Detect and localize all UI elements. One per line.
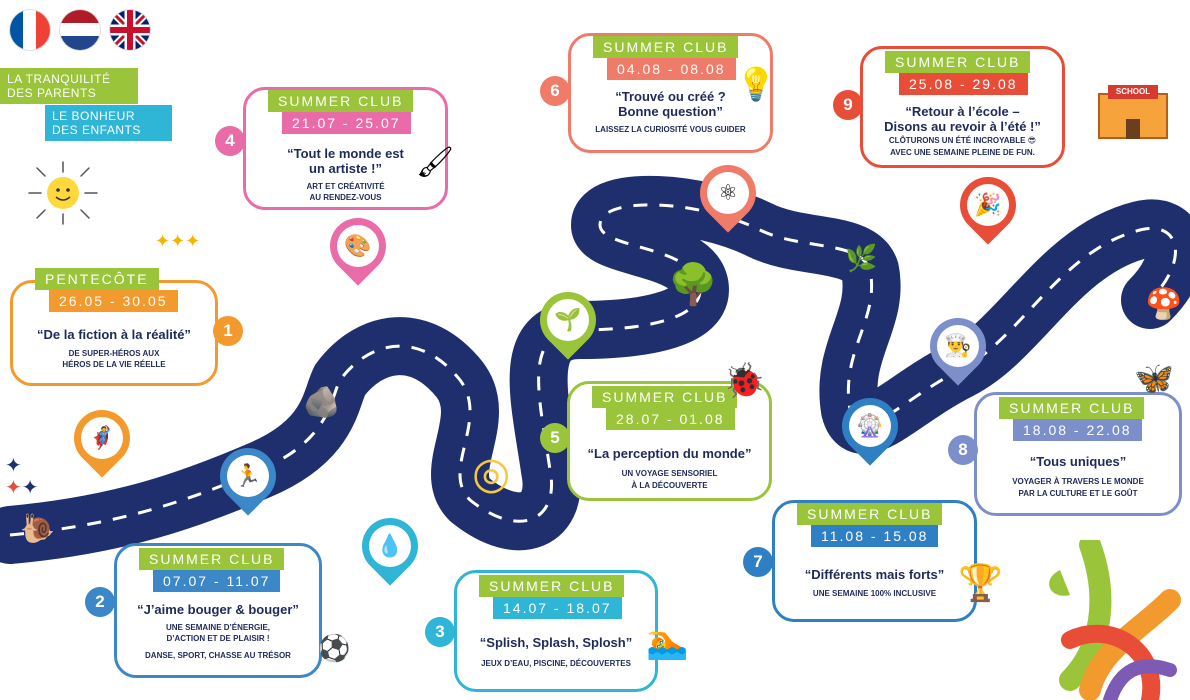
- club-label: SUMMER CLUB: [139, 548, 285, 570]
- dutch-flag-icon[interactable]: [60, 10, 100, 50]
- club-label: PENTECÔTE: [35, 268, 159, 290]
- week-card-9[interactable]: SUMMER CLUB 25.08 - 29.08 “Retour à l’éc…: [860, 46, 1065, 168]
- sparkle-stars-icon: ✦✦✦: [5, 455, 39, 499]
- date-range: 11.08 - 15.08: [811, 525, 939, 547]
- paintbrush-icon: 🖌: [416, 146, 455, 179]
- week-number-5: 5: [540, 423, 570, 453]
- week-desc-1: DE SUPER-HÉROS AUX: [68, 349, 160, 358]
- tagline-children: LE BONHEUR DES ENFANTS: [45, 105, 172, 141]
- week-title: “De la fiction à la réalité”: [37, 327, 191, 342]
- week-card-1[interactable]: PENTECÔTE 26.05 - 30.05 “De la fiction à…: [10, 268, 218, 386]
- week-number-1: 1: [213, 316, 243, 346]
- week-card-5[interactable]: SUMMER CLUB 28.07 - 01.08 “La perception…: [567, 381, 772, 501]
- week-title: “Trouvé ou créé ? Bonne question”: [615, 89, 726, 119]
- club-label: SUMMER CLUB: [797, 503, 943, 525]
- tree-icon: 🌳: [668, 263, 718, 307]
- week-card-3[interactable]: SUMMER CLUB 14.07 - 18.07 “Splish, Splas…: [454, 570, 658, 692]
- week-desc-1: UNE SEMAINE D’ÉNERGIE,: [165, 623, 270, 632]
- mushroom-icon: 🍄: [1145, 288, 1183, 321]
- thinking-kids-icon: 💡: [736, 66, 776, 102]
- tagline-parents: LA TRANQUILITÉ DES PARENTS: [0, 68, 138, 104]
- color-wheel-icon: 🎡: [849, 405, 891, 447]
- week-number-2: 2: [85, 587, 115, 617]
- snail-icon: 🐌: [20, 513, 55, 544]
- running-kid-icon: 🏃: [227, 455, 269, 497]
- stars-icon: ✦✦✦: [155, 231, 201, 251]
- week-desc-1: UN VOYAGE SENSORIEL: [621, 469, 718, 478]
- chef-hat-icon: 👨‍🍳: [937, 325, 979, 367]
- ladybug-icon: 🐞: [723, 362, 766, 400]
- week-desc-1: CLÔTURONS UN ÉTÉ INCROYABLE 😎: [888, 136, 1037, 145]
- club-label: SUMMER CLUB: [592, 386, 738, 408]
- club-label: SUMMER CLUB: [268, 90, 414, 112]
- butterfly-icon: 🦋: [1134, 360, 1174, 396]
- date-range: 28.07 - 01.08: [606, 408, 735, 430]
- rocks-icon: 🪨: [303, 386, 341, 419]
- club-label: SUMMER CLUB: [593, 36, 739, 58]
- week-desc-2: PAR LA CULTURE ET LE GOÛT: [1018, 489, 1138, 498]
- paint-palette-icon: 🎨: [337, 225, 379, 267]
- bush-icon: 🌿: [845, 243, 878, 273]
- week-desc-1: VOYAGER À TRAVERS LE MONDE: [1012, 477, 1144, 486]
- date-range: 14.07 - 18.07: [493, 597, 622, 619]
- week-desc-1: LAISSEZ LA CURIOSITÉ VOUS GUIDER: [595, 125, 746, 134]
- club-label: SUMMER CLUB: [885, 51, 1031, 73]
- superhero-icon: 🦸: [81, 417, 123, 459]
- date-range: 18.08 - 22.08: [1013, 419, 1142, 441]
- week-desc-2: À LA DÉCOUVERTE: [631, 481, 708, 490]
- brand-logo: [1049, 540, 1181, 700]
- week-number-9: 9: [833, 90, 863, 120]
- swimming-kids-icon: 🏊: [646, 623, 689, 661]
- week-card-4[interactable]: SUMMER CLUB 21.07 - 25.07 “Tout le monde…: [243, 87, 448, 210]
- party-popper-icon: 🎉: [967, 184, 1009, 226]
- week-title: “Retour à l’école – Disons au revoir à l…: [884, 104, 1041, 134]
- sun-icon: [28, 161, 98, 225]
- atom-icon: ⚛: [707, 172, 749, 214]
- water-drop-icon: 💧: [369, 525, 411, 567]
- week-desc-3: DANSE, SPORT, CHASSE AU TRÉSOR: [145, 651, 291, 660]
- week-number-4: 4: [215, 126, 245, 156]
- week-title: “J’aime bouger & bouger”: [137, 602, 299, 617]
- week-number-7: 7: [743, 547, 773, 577]
- week-card-7[interactable]: SUMMER CLUB 11.08 - 15.08 “Différents ma…: [772, 500, 977, 622]
- date-range: 21.07 - 25.07: [282, 112, 411, 134]
- week-desc-2: D’ACTION ET DE PLAISIR !: [166, 634, 270, 643]
- week-title: “Différents mais forts”: [804, 567, 945, 582]
- school-sign: SCHOOL: [1108, 85, 1158, 99]
- week-title: “La perception du monde”: [587, 446, 752, 461]
- school-building-icon: SCHOOL: [1090, 85, 1176, 139]
- week-desc-2: AVEC UNE SEMAINE PLEINE DE FUN.: [890, 148, 1035, 157]
- week-title: “Tout le monde est un artiste !”: [287, 146, 404, 176]
- date-range: 25.08 - 29.08: [899, 73, 1028, 95]
- trophy-icon: 🏆: [958, 562, 1003, 603]
- gardening-kid-icon: 🌱: [547, 299, 589, 341]
- uk-flag-icon[interactable]: [110, 10, 150, 50]
- date-range: 04.08 - 08.08: [607, 58, 736, 80]
- week-desc-1: UNE SEMAINE 100% INCLUSIVE: [812, 589, 937, 598]
- fr-blue: [10, 10, 24, 50]
- date-range: 26.05 - 30.05: [49, 290, 178, 312]
- week-card-2[interactable]: SUMMER CLUB 07.07 - 11.07 “J’aime bouger…: [114, 543, 322, 678]
- sports-balls-icon: ⚽: [318, 633, 351, 663]
- week-number-6: 6: [540, 76, 570, 106]
- date-range: 07.07 - 11.07: [153, 570, 281, 592]
- week-card-6[interactable]: SUMMER CLUB 04.08 - 08.08 “Trouvé ou cré…: [568, 33, 773, 153]
- week-number-8: 8: [948, 435, 978, 465]
- week-title: “Splish, Splash, Splosh”: [479, 635, 633, 650]
- club-label: SUMMER CLUB: [479, 575, 625, 597]
- week-title: “Tous uniques”: [1029, 454, 1127, 469]
- french-flag-icon[interactable]: [10, 10, 50, 50]
- week-number-3: 3: [425, 617, 455, 647]
- club-label: SUMMER CLUB: [999, 397, 1145, 419]
- week-desc-2: AU RENDEZ-VOUS: [309, 193, 382, 202]
- week-card-8[interactable]: SUMMER CLUB 18.08 - 22.08 “Tous uniques”…: [974, 392, 1182, 516]
- swim-ring-icon: ◎: [472, 449, 511, 498]
- week-desc-1: ART ET CRÉATIVITÉ: [306, 182, 385, 191]
- week-desc-1: JEUX D’EAU, PISCINE, DÉCOUVERTES: [481, 659, 631, 668]
- week-desc-2: HÉROS DE LA VIE RÉELLE: [62, 360, 166, 369]
